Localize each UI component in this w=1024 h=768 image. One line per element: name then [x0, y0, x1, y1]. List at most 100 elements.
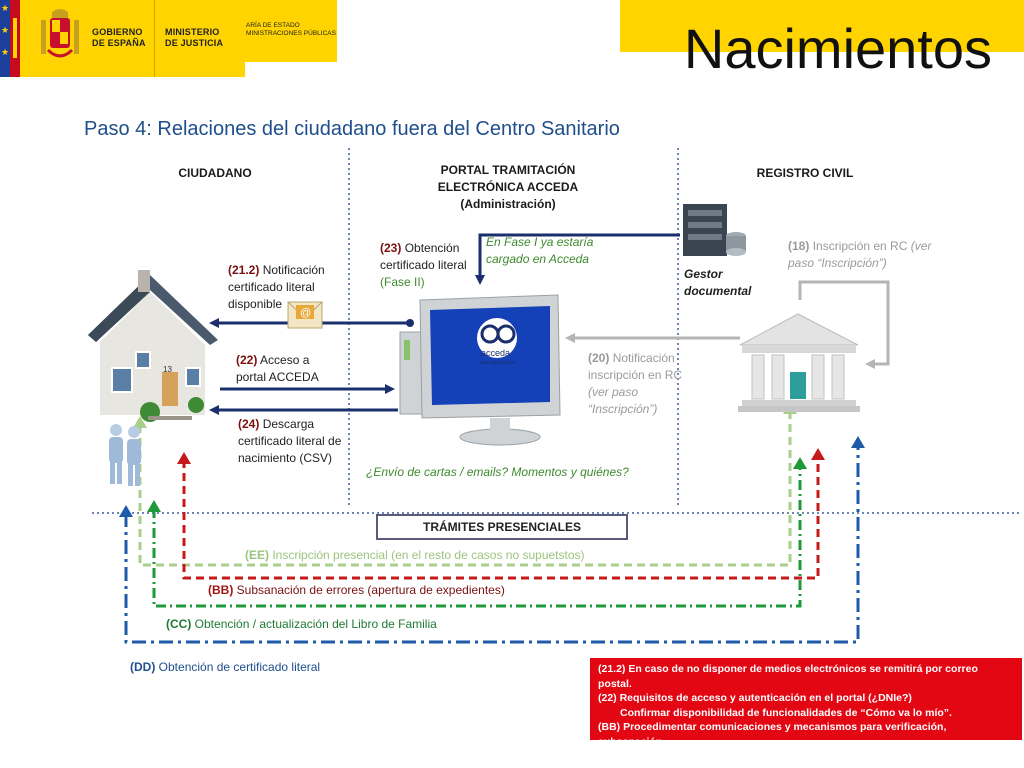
label-20-line1: Notificación — [612, 351, 675, 365]
label-21-2-line1: Notificación — [262, 263, 325, 277]
page-title: Nacimientos — [683, 17, 992, 80]
flow-cc-label: (CC) Obtención / actualización del Libro… — [166, 617, 437, 631]
flow-cc-text: Obtención / actualización del Libro de F… — [194, 617, 437, 631]
gestor-label-line1: Gestor — [684, 267, 723, 281]
eu-flag-icon: ★ ★ ★ — [0, 0, 10, 77]
header-yellow-panel-secondary — [245, 0, 337, 62]
envio-question: ¿Envío de cartas / emails? Momentos y qu… — [366, 465, 629, 479]
flow-bb-label: (BB) Subsanación de errores (apertura de… — [208, 583, 505, 597]
flow-cc-arrowhead-left — [147, 500, 161, 512]
flow-bb-line — [182, 456, 820, 580]
tramites-presenciales-box: TRÁMITES PRESENCIALES — [376, 514, 628, 540]
flow-ee-line — [138, 410, 792, 567]
label-21-2-line2: certificado literal — [228, 280, 315, 294]
acceda-logo-icon — [480, 324, 516, 344]
header-bar: ★ ★ ★ GOBIERNO DE ESPAÑA MINISTERIO DE J… — [0, 0, 1024, 80]
label-24-line2: certificado literal de — [238, 434, 342, 448]
label-18-line1-ref: (ver — [910, 239, 932, 253]
label-22-num: (22) — [236, 353, 258, 367]
title-yellow-band — [620, 0, 1024, 52]
label-21-2-line3: disponible — [228, 297, 283, 311]
flow-dd-line — [124, 444, 860, 644]
arrow-gestor-portal — [475, 233, 680, 285]
flow-dd-label: (DD) Obtención de certificado literal — [130, 660, 320, 674]
gobierno-line2: DE ESPAÑA — [92, 38, 146, 48]
note-bb: (BB) Procedimentar comunicaciones y meca… — [598, 721, 947, 748]
header-divider — [154, 0, 155, 77]
flow-cc-line — [152, 465, 802, 608]
flow-cc-arrowhead-right — [793, 457, 807, 469]
label-24-line1: Descarga — [262, 417, 315, 431]
label-18-line1: Inscripción en RC — [812, 239, 908, 253]
coat-of-arms-icon — [41, 9, 79, 58]
flow-dd-arrowhead-left — [119, 505, 133, 517]
acceda-logo-subtext: sede electrónica — [479, 360, 516, 366]
label-18-num: (18) — [788, 239, 810, 253]
note-22: (22) Requisitos de acceso y autenticació… — [598, 692, 912, 704]
column-heading-portal-line1: PORTAL TRAMITACIÓN — [440, 163, 576, 177]
secretaria-line2: MINISTRACIONES PÚBLICAS — [246, 30, 336, 37]
label-23-line1: Obtención — [404, 241, 460, 255]
citizens-icon — [109, 424, 141, 486]
ministerio-line1: MINISTERIO — [165, 27, 220, 37]
flow-dd-arrowhead-right — [851, 436, 865, 448]
arrow-18-loop — [798, 280, 890, 369]
notes-box: (21.2) En caso de no disponer de medios … — [590, 658, 1022, 762]
note-bb-continued: modificación y eliminación de las solici… — [598, 750, 1013, 762]
header-yellow-panel — [0, 0, 245, 77]
label-21-2-num: (21.2) — [228, 263, 260, 277]
flow-ee-label: (EE) Inscripción presencial (en el resto… — [245, 548, 585, 562]
registry-building-icon — [738, 313, 860, 412]
label-23-line3: (Fase II) — [380, 275, 425, 289]
flow-dd-text: Obtención de certificado literal — [158, 660, 321, 674]
label-20-num: (20) — [588, 351, 610, 365]
column-heading-ciudadano: CIUDADANO — [178, 166, 252, 180]
house-number: 13 — [163, 365, 172, 374]
label-24-num: (24) — [238, 417, 260, 431]
gestor-documental-label: Gestor documental — [684, 266, 751, 300]
step-subtitle: Paso 4: Relaciones del ciudadano fuera d… — [84, 118, 620, 140]
acceda-logo-text: acceda — [481, 348, 510, 358]
label-22-line2: portal ACCEDA — [236, 370, 319, 384]
email-icon — [287, 301, 323, 329]
flow-bb-text: Subsanación de errores (apertura de expe… — [236, 583, 505, 597]
label-24: (24) Descarga certificado literal de nac… — [238, 416, 341, 467]
fase-i-note-line2: cargado en Acceda — [486, 252, 589, 266]
gobierno-line1: GOBIERNO — [92, 27, 143, 37]
column-heading-registro: REGISTRO CIVIL — [756, 166, 854, 180]
label-20-line2: inscripción en RC — [588, 368, 683, 382]
flow-ee-text: Inscripción presencial (en el resto de c… — [272, 548, 585, 562]
house-icon — [88, 270, 218, 422]
column-heading-portal-line3: (Administración) — [460, 197, 556, 211]
note-22-continued: Confirmar disponibilidad de funcionalida… — [620, 706, 952, 719]
label-21-2: (21.2) Notificación certificado literal … — [228, 262, 325, 313]
label-20: (20) Notificación inscripción en RC (ver… — [588, 350, 682, 418]
flow-ee-arrowhead-left — [133, 416, 147, 428]
flow-bb-arrowhead-left — [177, 452, 191, 464]
flow-bb-num: (BB) — [208, 583, 234, 597]
label-24-line3: nacimiento (CSV) — [238, 451, 333, 465]
secretaria-line1: ARÍA DE ESTADO — [246, 22, 300, 29]
label-23-num: (23) — [380, 241, 402, 255]
fase-i-note: En Fase I ya estaría cargado en Acceda — [486, 234, 593, 268]
ministerio-line2: DE JUSTICIA — [165, 38, 224, 48]
label-23: (23) Obtención certificado literal (Fase… — [380, 240, 467, 291]
label-20-line3: (ver paso — [588, 385, 639, 399]
label-20-line4: “Inscripción”) — [588, 402, 658, 416]
arrow-21-2-origin — [406, 319, 414, 327]
label-23-line2: certificado literal — [380, 258, 467, 272]
flow-ee-num: (EE) — [245, 548, 269, 562]
label-22-line1: Acceso a — [260, 353, 310, 367]
server-icon — [683, 204, 746, 256]
column-heading-portal: PORTAL TRAMITACIÓN ELECTRÓNICA ACCEDA (A… — [400, 162, 616, 213]
column-heading-portal-line2: ELECTRÓNICA ACCEDA — [437, 180, 579, 194]
flow-bb-arrowhead-right — [811, 448, 825, 460]
computer-icon — [399, 294, 561, 446]
fase-i-note-line1: En Fase I ya estaría — [486, 235, 594, 249]
flow-dd-num: (DD) — [130, 660, 156, 674]
email-at-symbol: @ — [300, 307, 311, 319]
spain-flag-stripe — [13, 18, 17, 58]
note-21-2: (21.2) En caso de no disponer de medios … — [598, 663, 978, 690]
gestor-label-line2: documental — [684, 284, 752, 298]
